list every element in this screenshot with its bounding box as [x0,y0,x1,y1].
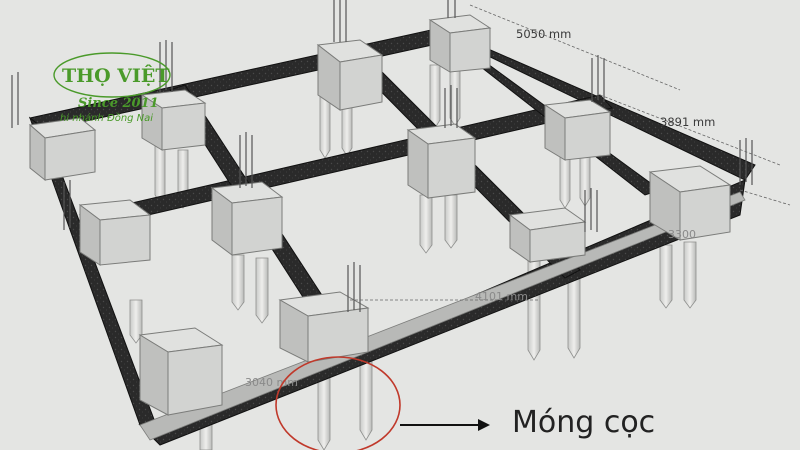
callout-label: Móng cọc [512,405,655,440]
dimension-middle: 4101 mm [475,290,528,303]
company-logo: THỌ VIỆT Since 2011 hi nhánh Đồng Nai [53,52,171,124]
logo-since: Since 2011 [78,96,159,111]
rebar-columns [11,0,753,312]
callout-circle [275,356,401,450]
dimension-right: 3891 mm [660,115,715,129]
dimension-top: 5050 mm [516,27,571,41]
logo-name: THỌ VIỆT [62,64,170,87]
arrow-head-icon [478,419,490,431]
logo-swoosh-icon [53,52,171,98]
dimension-right-side: 3300 [668,228,696,241]
dimension-front: 3040 mm [245,376,298,389]
dimension-lines [350,4,791,301]
logo-branch: hi nhánh Đồng Nai [60,112,153,124]
slab-edge [139,191,746,441]
pile-caps [28,14,732,416]
